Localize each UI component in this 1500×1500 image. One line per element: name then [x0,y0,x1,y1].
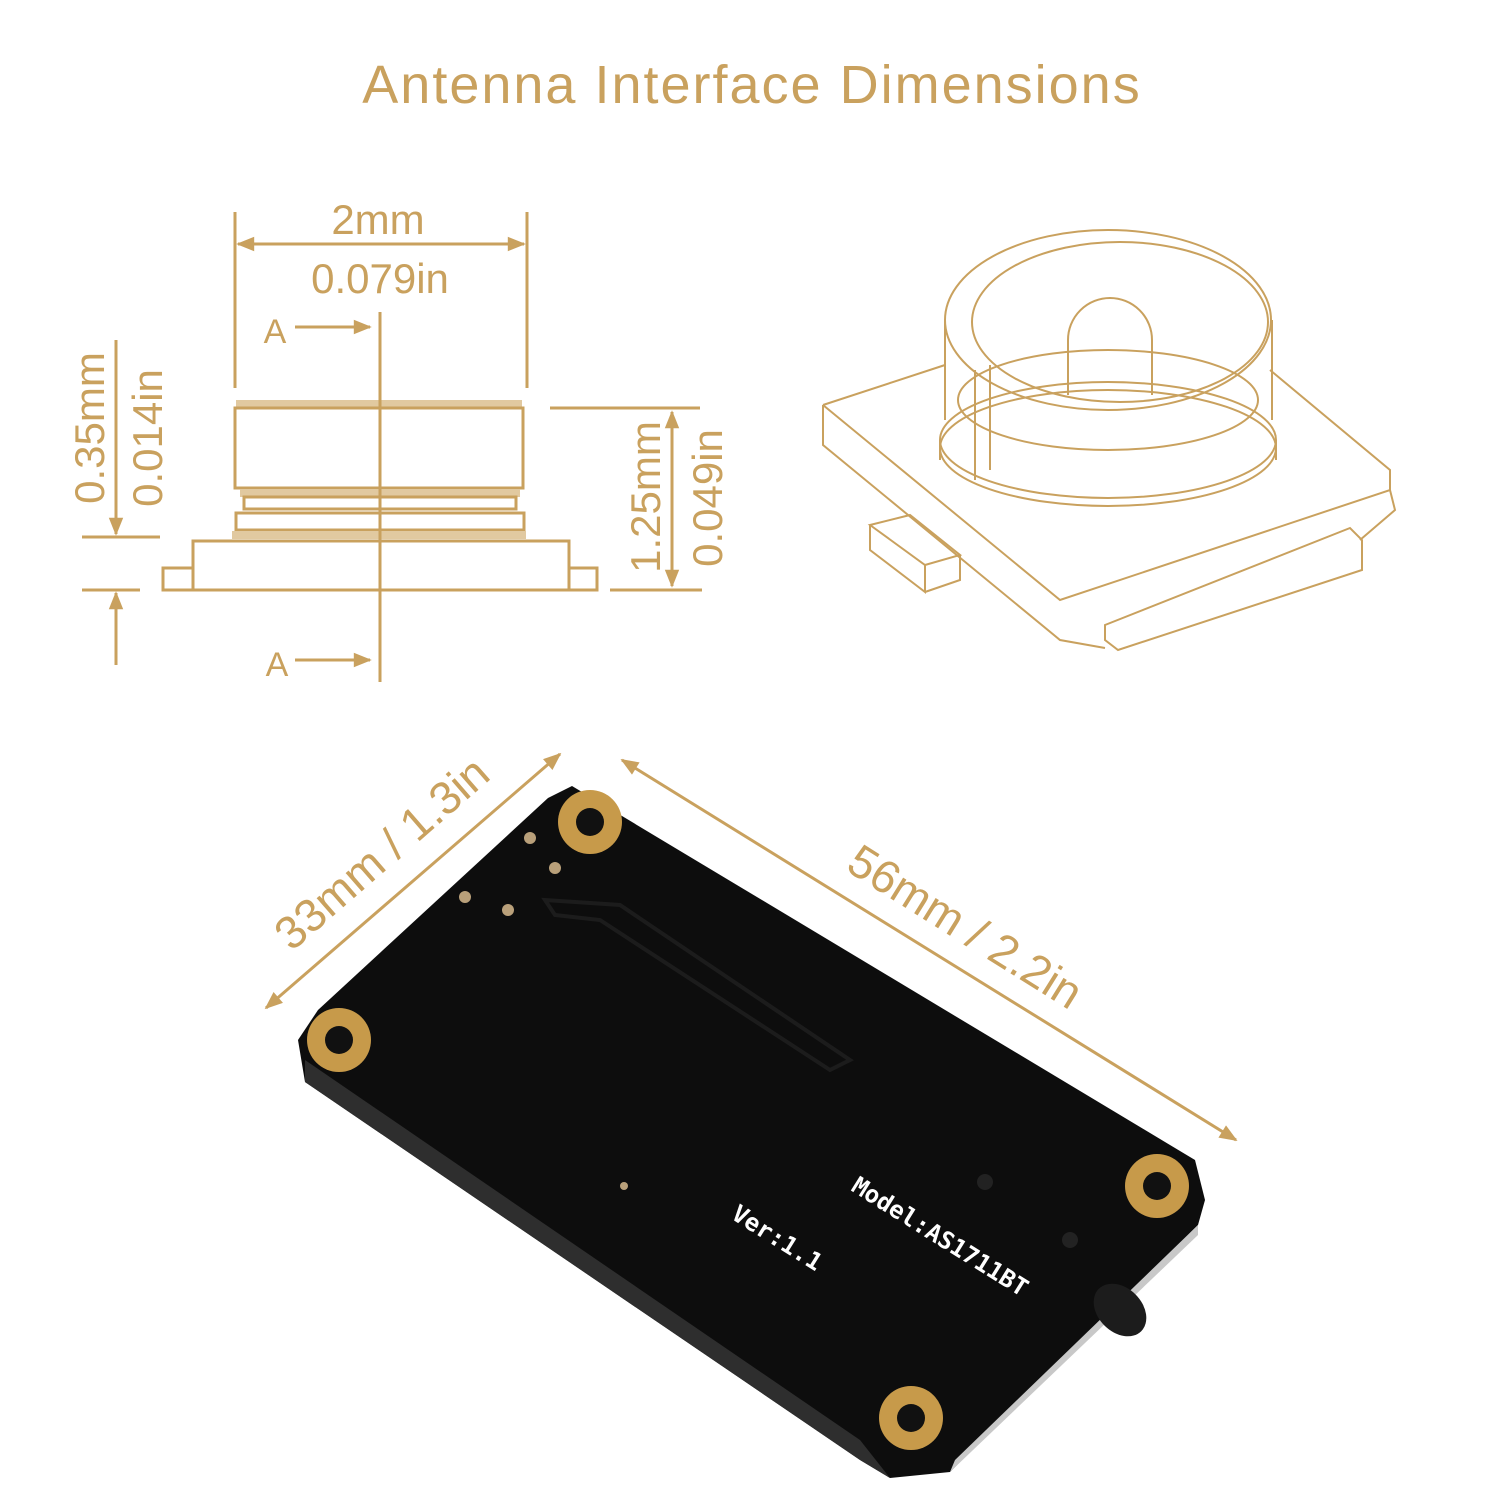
pcb-board: Model:AS1711BT Ver:1.1 [298,786,1205,1478]
connector-side-view: 2mm 0.079in A A 0.35mm 0.014in 1.25mm 0.… [66,196,731,684]
total-height-in-label: 0.049in [684,429,731,567]
page-title: Antenna Interface Dimensions [362,55,1141,115]
mounting-hole [307,790,1189,1450]
audio-jack [1093,1283,1147,1337]
total-height-mm-label: 1.25mm [622,421,669,573]
base-height-mm-label: 0.35mm [66,352,113,504]
section-label-bottom: A [266,646,289,684]
section-label-top: A [264,313,287,351]
connector-isometric-view [822,229,1397,652]
board-length-arrow [620,758,1238,1142]
width-in-label: 0.079in [311,255,449,302]
board-width-arrow [264,752,562,1010]
base-height-in-label: 0.014in [124,369,171,507]
width-mm-label: 2mm [331,196,424,243]
